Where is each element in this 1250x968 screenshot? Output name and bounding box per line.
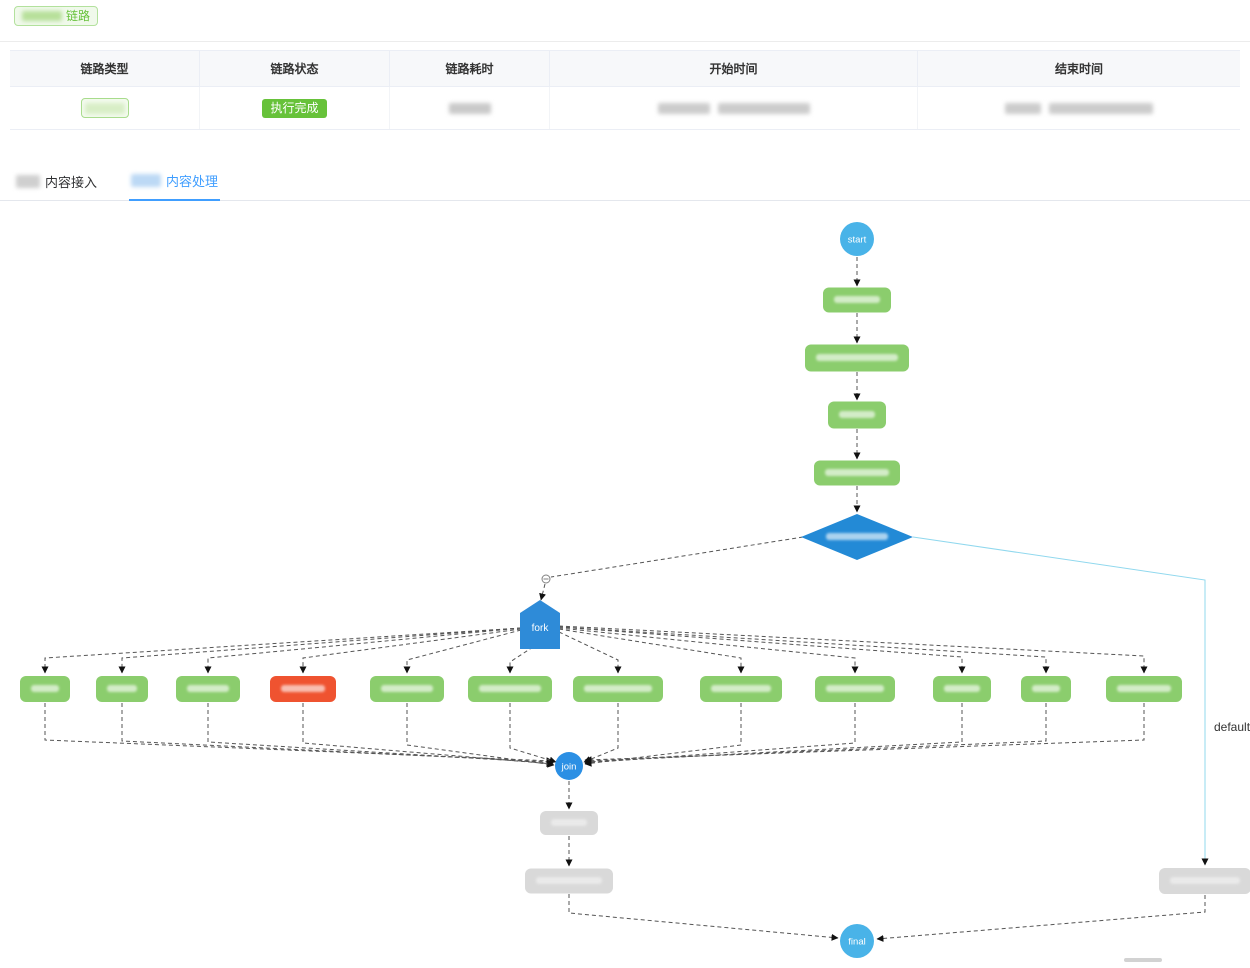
col-header-link-status: 链路状态 (200, 51, 390, 86)
node-task-4[interactable] (270, 676, 336, 702)
redacted-badge-prefix (22, 11, 62, 21)
horizontal-scrollbar[interactable] (1124, 958, 1162, 962)
link-summary-table: 链路类型 链路状态 链路耗时 开始时间 结束时间 执行完成 (10, 50, 1240, 130)
table-header-row: 链路类型 链路状态 链路耗时 开始时间 结束时间 (10, 51, 1240, 87)
node-step-2[interactable] (805, 344, 909, 372)
edge-fork-task7 (558, 631, 622, 674)
table-row: 执行完成 (10, 87, 1240, 129)
cell-link-type (10, 87, 200, 129)
top-bar: 链路 (0, 0, 1250, 42)
svg-text:start: start (848, 235, 867, 246)
svg-text:fork: fork (532, 623, 550, 634)
edge-task12-join (584, 703, 1145, 764)
tab-content-ingest[interactable]: 内容接入 (14, 165, 99, 201)
edge-task8-join (584, 703, 742, 767)
node-task-2[interactable] (96, 676, 148, 702)
cell-link-duration (390, 87, 550, 129)
edge-fork-task3 (204, 627, 522, 674)
cell-link-status: 执行完成 (200, 87, 390, 129)
tab-content-process-label: 内容处理 (166, 174, 219, 189)
node-edge-dot (541, 574, 551, 584)
workflow-diagram: start fork join final default (0, 201, 1250, 963)
node-task-10[interactable] (933, 676, 991, 702)
redacted-link-type (84, 102, 125, 114)
col-header-link-duration: 链路耗时 (390, 51, 550, 86)
redacted-end-date (1005, 102, 1041, 114)
cell-end-time (918, 87, 1240, 129)
edge-task9-join (584, 703, 856, 767)
col-header-start-time: 开始时间 (550, 51, 918, 86)
node-task-8[interactable] (700, 676, 782, 702)
node-step-1[interactable] (823, 287, 891, 313)
edge-fork-task1 (41, 627, 522, 674)
node-final[interactable]: final (840, 924, 874, 958)
edge-task11-join (584, 703, 1047, 765)
redacted-tab-prefix (131, 174, 162, 187)
edge-task6-join (509, 703, 557, 764)
edge-task5-join (406, 703, 555, 768)
node-step-4[interactable] (814, 460, 900, 486)
node-task-7[interactable] (573, 676, 663, 702)
link-type-tag (80, 98, 129, 118)
svg-text:join: join (561, 762, 577, 773)
node-post-1[interactable] (540, 811, 598, 835)
node-task-12[interactable] (1106, 676, 1182, 702)
node-join[interactable]: join (555, 752, 583, 780)
redacted-duration (448, 102, 491, 114)
node-task-6[interactable] (468, 676, 552, 702)
edge-decision-default (912, 536, 1209, 866)
content-tabs: 内容接入 内容处理 (0, 164, 1250, 201)
node-task-11[interactable] (1021, 676, 1071, 702)
edge-fork-task11 (558, 626, 1050, 674)
flow-canvas: start fork join final default (20, 222, 1250, 958)
link-badge-label: 链路 (66, 9, 91, 23)
edge-task2-join (121, 703, 554, 766)
cell-start-time (550, 87, 918, 129)
edge-fork-task12 (558, 625, 1148, 674)
node-task-5[interactable] (370, 676, 444, 702)
edge-task7-join (583, 703, 619, 763)
edge-dot-fork (539, 583, 546, 601)
col-header-link-type: 链路类型 (10, 51, 200, 86)
edge-fork-task5 (403, 629, 522, 674)
node-task-9[interactable] (815, 676, 895, 702)
node-decision[interactable] (801, 514, 913, 560)
edge-task4-join (302, 703, 554, 767)
redacted-end-clock (1049, 102, 1153, 114)
tab-content-ingest-label: 内容接入 (45, 175, 98, 190)
redacted-start-date (657, 102, 710, 114)
tab-content-process[interactable]: 内容处理 (129, 165, 221, 201)
node-start[interactable]: start (840, 222, 874, 256)
edge-label-default: default (1214, 720, 1250, 734)
edge-defaulthandler-final (876, 895, 1206, 942)
edge-decision-dot (550, 536, 804, 578)
edge-task3-join (207, 703, 554, 767)
edge-fork-task8 (558, 628, 745, 674)
edge-fork-task2 (118, 627, 522, 674)
node-step-3[interactable] (828, 401, 886, 429)
col-header-end-time: 结束时间 (1054, 62, 1103, 76)
edge-fork-task9 (558, 627, 859, 674)
edge-fork-task4 (299, 628, 522, 674)
node-fork[interactable]: fork (520, 600, 560, 649)
node-task-3[interactable] (176, 676, 240, 702)
node-task-1[interactable] (20, 676, 70, 702)
edge-fork-task10 (558, 626, 966, 674)
edge-task1-join (44, 703, 554, 765)
edge-fork-task6 (506, 646, 534, 674)
node-post-2[interactable] (525, 868, 613, 894)
redacted-start-clock (717, 102, 810, 114)
status-badge: 执行完成 (262, 98, 327, 118)
node-default-handler[interactable] (1159, 868, 1250, 894)
redacted-tab-prefix (16, 175, 40, 188)
link-type-badge: 链路 (14, 6, 99, 26)
svg-text:final: final (848, 937, 865, 948)
edge-post2-final (568, 894, 839, 941)
